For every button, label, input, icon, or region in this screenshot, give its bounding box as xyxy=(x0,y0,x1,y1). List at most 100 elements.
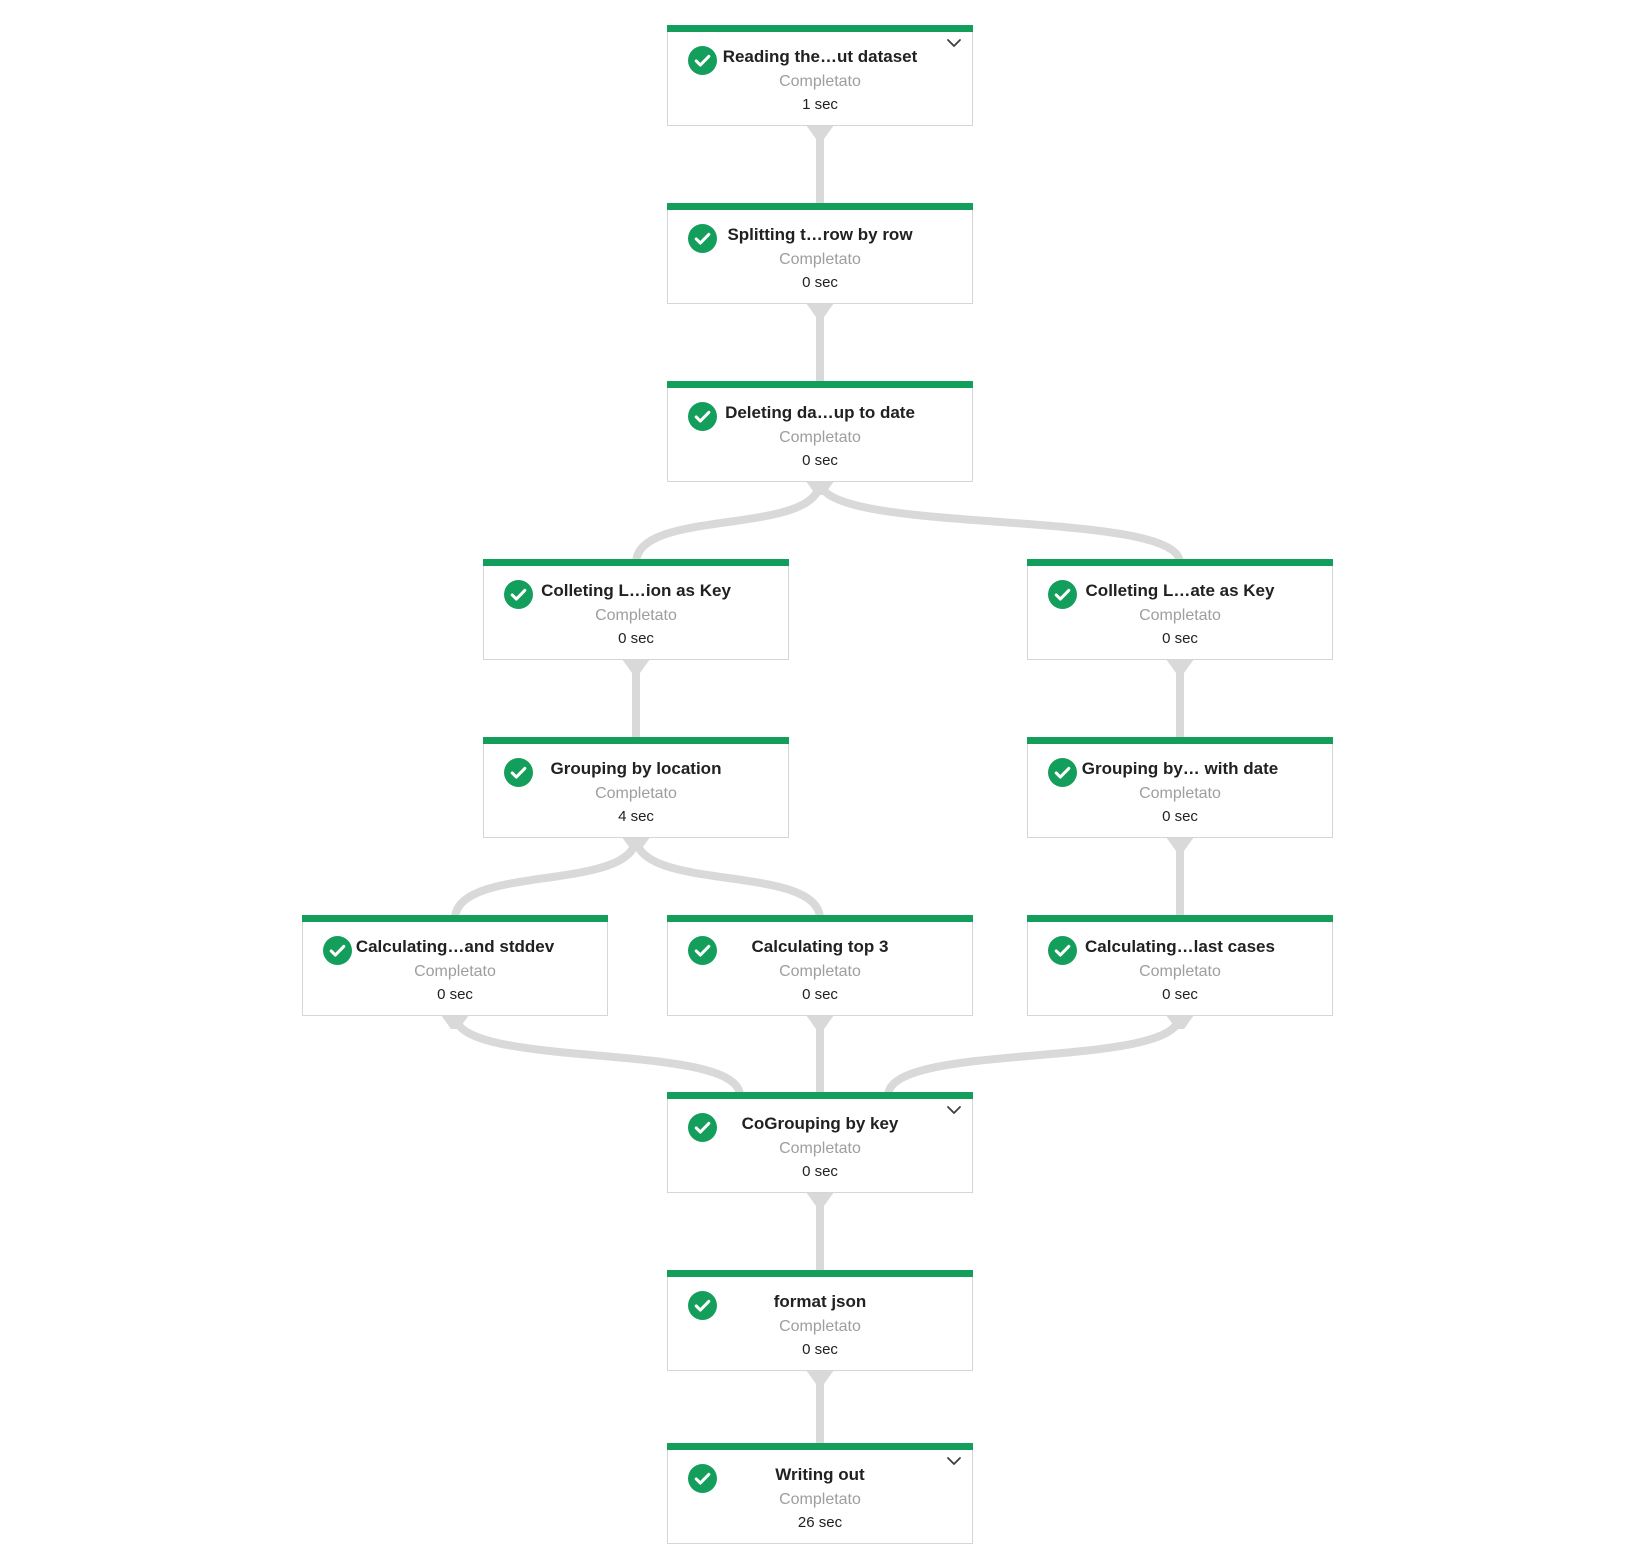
node-title: Writing out xyxy=(775,1465,865,1484)
edge-outlet-arrow xyxy=(806,481,834,495)
chevron-down-icon[interactable] xyxy=(946,38,962,52)
status-bar xyxy=(667,1270,973,1277)
node-duration: 4 sec xyxy=(618,808,654,825)
step-node-n1[interactable]: Reading the…ut dataset Completato 1 sec xyxy=(667,25,973,126)
node-title: Calculating…last cases xyxy=(1085,937,1275,956)
check-circle-icon xyxy=(688,402,717,431)
node-content: Splitting t…row by row Completato 0 sec xyxy=(668,211,972,303)
edge-n6-n8 xyxy=(451,836,640,920)
node-title: Calculating top 3 xyxy=(751,937,889,956)
status-bar xyxy=(667,381,973,388)
node-content: Calculating…and stddev Completato 0 sec xyxy=(303,923,607,1015)
edge-n6-n9 xyxy=(632,836,824,920)
step-node-n5[interactable]: Colleting L…ate as Key Completato 0 sec xyxy=(1027,559,1333,660)
status-bar xyxy=(483,737,789,744)
node-content: CoGrouping by key Completato 0 sec xyxy=(668,1100,972,1192)
node-content: Deleting da…up to date Completato 0 sec xyxy=(668,389,972,481)
node-content: Colleting L…ate as Key Completato 0 sec xyxy=(1028,567,1332,659)
edge-outlet-arrow xyxy=(806,303,834,317)
node-status: Completato xyxy=(1139,963,1221,980)
node-status: Completato xyxy=(779,1491,861,1508)
node-status: Completato xyxy=(1139,785,1221,802)
step-node-n13[interactable]: Writing out Completato 26 sec xyxy=(667,1443,973,1544)
edge-outlet-arrow xyxy=(806,1370,834,1384)
step-node-n4[interactable]: Colleting L…ion as Key Completato 0 sec xyxy=(483,559,789,660)
edge-outlet-arrow xyxy=(622,659,650,673)
node-title: Calculating…and stddev xyxy=(355,937,555,956)
status-bar xyxy=(1027,915,1333,922)
node-status: Completato xyxy=(779,429,861,446)
step-node-n8[interactable]: Calculating…and stddev Completato 0 sec xyxy=(302,915,608,1016)
node-duration: 0 sec xyxy=(802,274,838,291)
node-title: Splitting t…row by row xyxy=(727,225,913,244)
node-status: Completato xyxy=(414,963,496,980)
step-node-n12[interactable]: format json Completato 0 sec xyxy=(667,1270,973,1371)
node-content: format json Completato 0 sec xyxy=(668,1278,972,1370)
node-status: Completato xyxy=(595,785,677,802)
step-node-n10[interactable]: Calculating…last cases Completato 0 sec xyxy=(1027,915,1333,1016)
step-node-n3[interactable]: Deleting da…up to date Completato 0 sec xyxy=(667,381,973,482)
status-bar xyxy=(483,559,789,566)
node-content: Grouping by location Completato 4 sec xyxy=(484,745,788,837)
node-status: Completato xyxy=(779,1140,861,1157)
check-circle-icon xyxy=(688,1113,717,1142)
status-bar xyxy=(667,25,973,32)
node-duration: 0 sec xyxy=(437,986,473,1003)
edge-n3-n5 xyxy=(816,479,1184,565)
node-content: Grouping by… with date Completato 0 sec xyxy=(1028,745,1332,837)
node-duration: 0 sec xyxy=(802,986,838,1003)
node-content: Writing out Completato 26 sec xyxy=(668,1451,972,1543)
chevron-down-icon[interactable] xyxy=(946,1456,962,1470)
step-node-n7[interactable]: Grouping by… with date Completato 0 sec xyxy=(1027,737,1333,838)
edge-n3-n4 xyxy=(632,480,824,564)
node-status: Completato xyxy=(779,1318,861,1335)
node-status: Completato xyxy=(1139,607,1221,624)
step-node-n6[interactable]: Grouping by location Completato 4 sec xyxy=(483,737,789,838)
check-circle-icon xyxy=(688,936,717,965)
node-title: Reading the…ut dataset xyxy=(722,47,918,66)
check-circle-icon xyxy=(688,46,717,75)
node-content: Reading the…ut dataset Completato 1 sec xyxy=(668,33,972,125)
node-content: Calculating top 3 Completato 0 sec xyxy=(668,923,972,1015)
check-circle-icon xyxy=(1048,936,1077,965)
node-content: Calculating…last cases Completato 0 sec xyxy=(1028,923,1332,1015)
check-circle-icon xyxy=(1048,758,1077,787)
edge-outlet-arrow xyxy=(806,1015,834,1029)
status-bar xyxy=(667,1092,973,1099)
node-duration: 26 sec xyxy=(797,1514,843,1531)
check-circle-icon xyxy=(323,936,352,965)
check-circle-icon xyxy=(688,1291,717,1320)
node-title: Grouping by location xyxy=(550,759,722,778)
node-duration: 0 sec xyxy=(618,630,654,647)
check-circle-icon xyxy=(1048,580,1077,609)
edge-n8-n11 xyxy=(451,1014,744,1097)
node-title: CoGrouping by key xyxy=(741,1114,899,1133)
step-node-n9[interactable]: Calculating top 3 Completato 0 sec xyxy=(667,915,973,1016)
node-duration: 0 sec xyxy=(1162,808,1198,825)
edge-outlet-arrow xyxy=(806,1192,834,1206)
edge-n10-n11 xyxy=(884,1014,1184,1097)
status-bar xyxy=(1027,737,1333,744)
node-duration: 0 sec xyxy=(802,1163,838,1180)
node-status: Completato xyxy=(779,963,861,980)
status-bar xyxy=(1027,559,1333,566)
node-status: Completato xyxy=(779,251,861,268)
edge-outlet-arrow xyxy=(1166,837,1194,851)
status-bar xyxy=(667,203,973,210)
node-status: Completato xyxy=(779,73,861,90)
status-bar xyxy=(667,1443,973,1450)
status-bar xyxy=(667,915,973,922)
node-status: Completato xyxy=(595,607,677,624)
node-title: Grouping by… with date xyxy=(1081,759,1279,778)
edge-outlet-arrow xyxy=(441,1015,469,1029)
edge-outlet-arrow xyxy=(1166,659,1194,673)
edge-outlet-arrow xyxy=(622,837,650,851)
step-node-n11[interactable]: CoGrouping by key Completato 0 sec xyxy=(667,1092,973,1193)
chevron-down-icon[interactable] xyxy=(946,1105,962,1119)
status-bar xyxy=(302,915,608,922)
step-node-n2[interactable]: Splitting t…row by row Completato 0 sec xyxy=(667,203,973,304)
check-circle-icon xyxy=(504,758,533,787)
node-title: Deleting da…up to date xyxy=(725,403,915,422)
node-duration: 0 sec xyxy=(1162,986,1198,1003)
